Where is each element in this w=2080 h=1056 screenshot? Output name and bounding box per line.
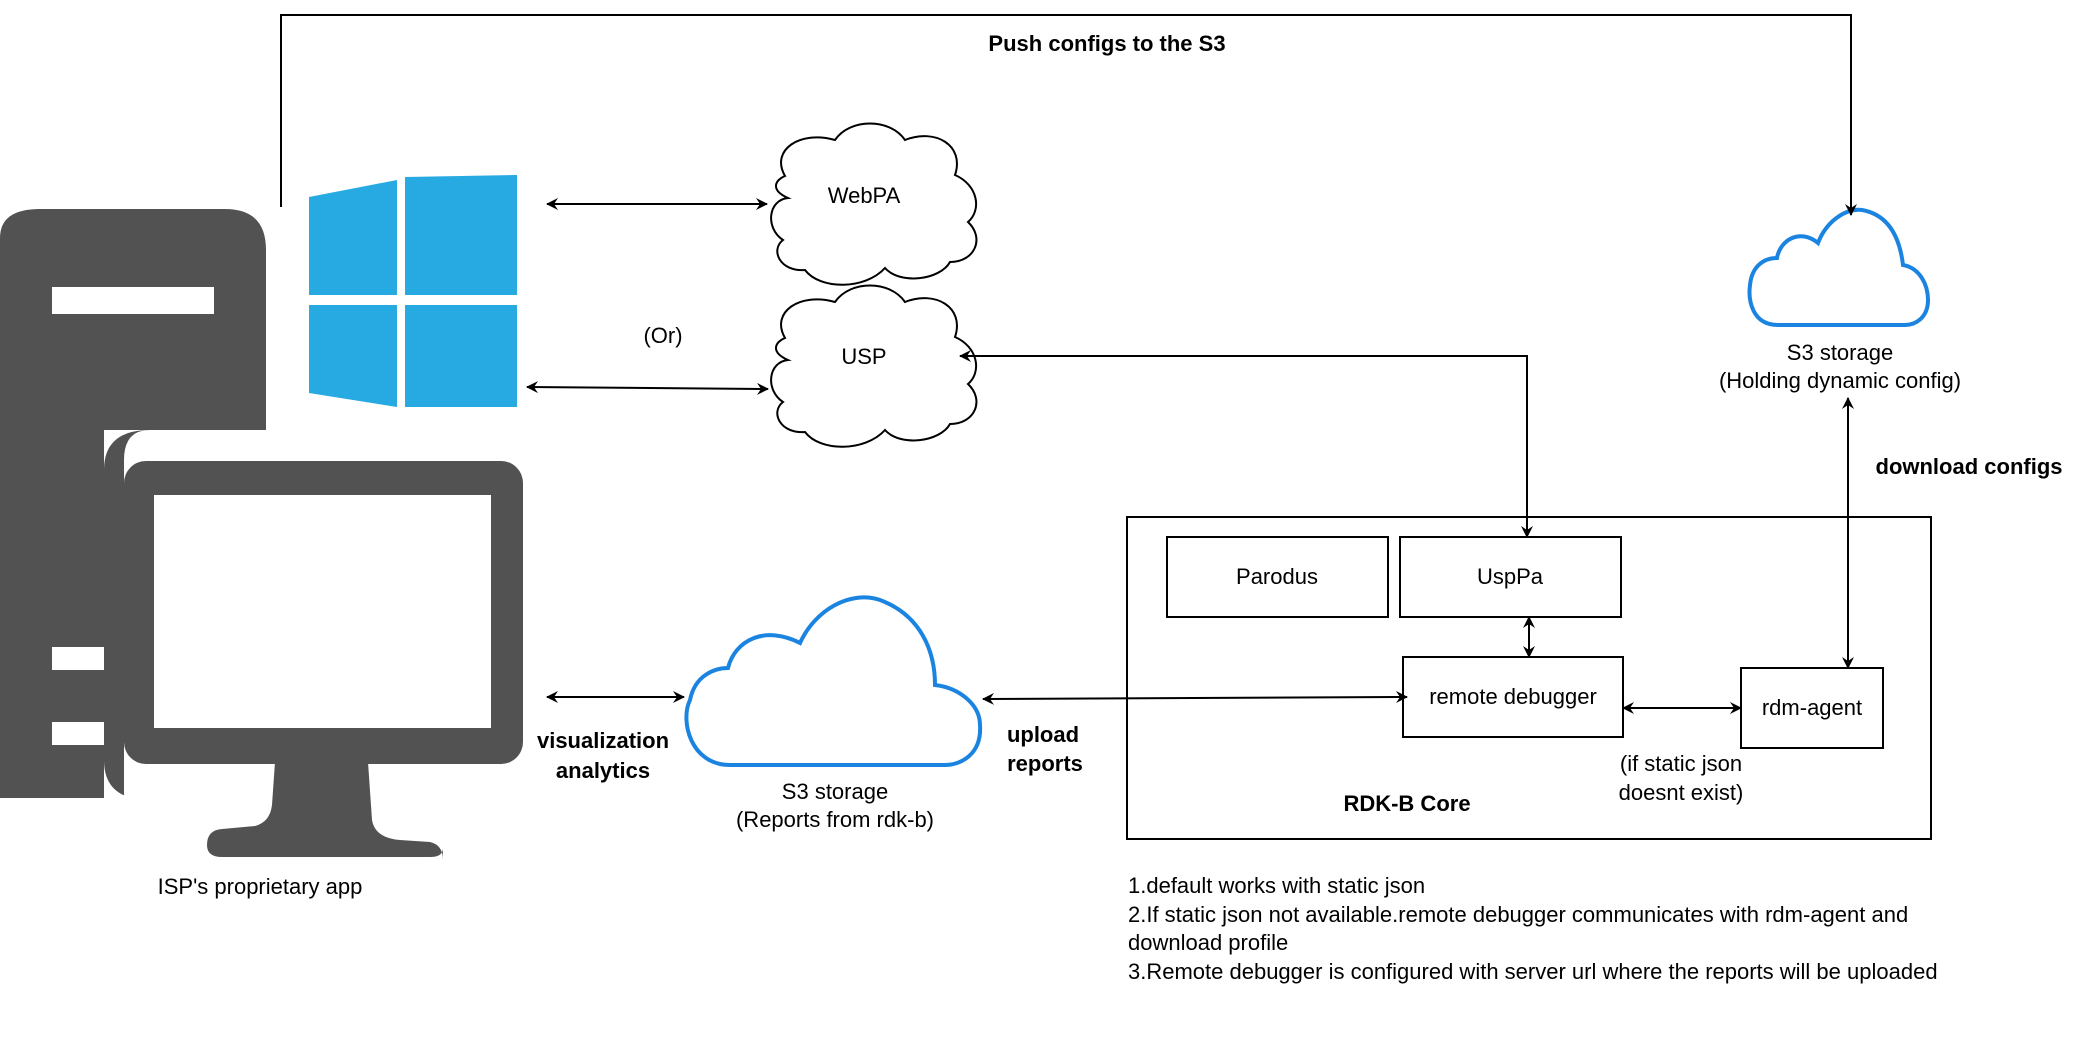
static-json-condition-line1: (if static json (1619, 751, 1743, 776)
s3-config-subtitle: (Holding dynamic config) (1718, 368, 1962, 393)
s3-remote-debugger-connector (982, 691, 1408, 705)
push-configs-label: Push configs to the S3 (988, 31, 1226, 56)
static-json-condition-line2: doesnt exist) (1618, 780, 1744, 805)
reports-label: reports (1007, 751, 1083, 776)
visualization-label: visualization (536, 728, 670, 753)
usp-label: USP (841, 344, 887, 369)
note-item: 3.Remote debugger is configured with ser… (1128, 958, 1938, 984)
usp-usppa-connector (959, 350, 1533, 538)
isp-app-label: ISP's proprietary app (157, 874, 363, 899)
rdm-agent-box[interactable] (1740, 667, 1884, 749)
usppa-label: UspPa (1476, 564, 1544, 589)
s3-config-cloud-shape (1747, 207, 1931, 327)
download-configs-label: download configs (1875, 454, 2063, 479)
usppa-box[interactable] (1399, 536, 1622, 618)
windows-logo-icon (309, 175, 517, 407)
rdm-agent-label: rdm-agent (1761, 695, 1863, 720)
s3-reports-title: S3 storage (781, 779, 889, 804)
note-item: 1.default works with static json (1128, 873, 1426, 898)
desktop-tower-icon (0, 209, 266, 800)
monitor-icon (124, 461, 523, 860)
s3-config-title: S3 storage (1786, 340, 1894, 365)
or-label: (Or) (643, 323, 683, 348)
analytics-label: analytics (555, 758, 651, 783)
s3-reports-cloud-shape (684, 595, 983, 767)
s3-reports-subtitle: (Reports from rdk-b) (735, 807, 935, 832)
webpa-label: WebPA (827, 183, 901, 208)
note-item: 2.If static json not available.remote de… (1128, 901, 1909, 956)
webpa-cloud-shape (770, 122, 978, 286)
upload-label: upload (1006, 722, 1080, 747)
parodus-label: Parodus (1236, 564, 1318, 589)
notes-list: 1.default works with static json 2.If st… (1128, 872, 1948, 986)
remote-debugger-box[interactable] (1402, 656, 1624, 738)
usp-cloud-shape (770, 284, 978, 448)
rdkb-core-label: RDK-B Core (1343, 791, 1471, 816)
push-configs-connector (280, 14, 1857, 216)
parodus-box[interactable] (1166, 536, 1389, 618)
windows-usp-connector (526, 381, 769, 395)
remote-debugger-label: remote debugger (1429, 684, 1597, 709)
